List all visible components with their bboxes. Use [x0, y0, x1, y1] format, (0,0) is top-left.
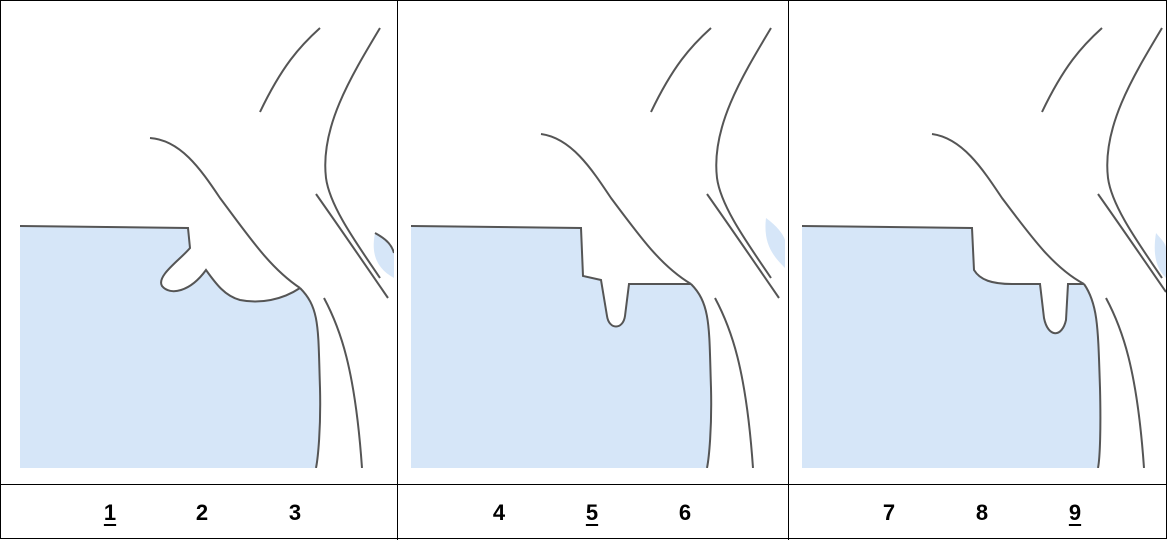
curve-outline — [260, 28, 320, 112]
option-label-1: 1 — [98, 496, 122, 530]
column-divider — [397, 1, 398, 540]
option-label-2: 2 — [190, 496, 214, 530]
column-divider — [788, 1, 789, 540]
fluid-region — [20, 226, 320, 468]
panel-2-illustration — [411, 8, 785, 468]
curve-outline — [715, 298, 753, 468]
curve-outline — [1107, 28, 1162, 278]
curve-outline — [1106, 298, 1144, 468]
panel-1-illustration — [20, 8, 394, 468]
curve-outline — [324, 298, 362, 468]
curve-outline — [1042, 28, 1102, 112]
option-label-6: 6 — [673, 496, 697, 530]
option-label-7: 7 — [877, 496, 901, 530]
panel-3-illustration — [802, 8, 1166, 468]
row-divider — [1, 484, 1167, 485]
option-label-3: 3 — [283, 496, 307, 530]
fluid-region-right — [765, 218, 785, 268]
curve-outline — [651, 28, 711, 112]
curve-outline — [325, 28, 380, 278]
option-label-9: 9 — [1063, 496, 1087, 530]
option-label-4: 4 — [487, 496, 511, 530]
curve-outline — [716, 28, 771, 278]
curve-outline — [707, 194, 779, 298]
option-label-5: 5 — [580, 496, 604, 530]
fluid-region — [411, 226, 711, 468]
option-label-8: 8 — [970, 496, 994, 530]
